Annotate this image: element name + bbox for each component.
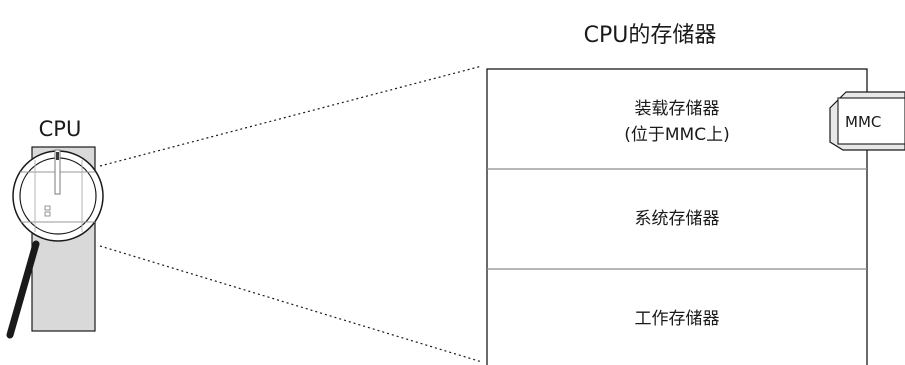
load-memory-location: (位于MMC上) [624,125,729,145]
work-memory-label: 工作存储器 [635,309,720,329]
system-memory-label: 系统存储器 [635,209,720,229]
mmc-card: MMC [829,91,905,151]
mmc-label: MMC [845,113,881,131]
magnifying-glass-icon [6,149,104,339]
zoom-line-top [99,65,483,167]
memory-box [486,68,868,365]
load-memory-label: 装载存储器 [635,99,720,119]
diagram-title: CPU的存储器 [584,23,717,48]
zoom-line-bottom [99,245,483,363]
cpu-label: CPU [39,117,82,141]
